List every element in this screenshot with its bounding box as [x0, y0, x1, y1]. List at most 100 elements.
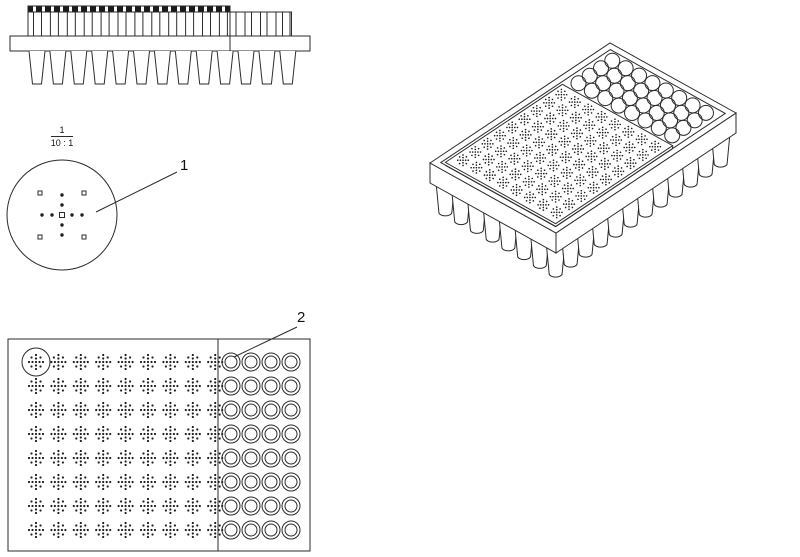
open-well-top-wall — [266, 11, 277, 37]
well-cluster — [95, 353, 112, 371]
conical-tube — [133, 50, 150, 85]
well-cluster — [50, 521, 67, 539]
well-cluster — [95, 449, 112, 467]
well-top-wall — [185, 11, 195, 37]
round-well — [241, 496, 261, 516]
round-well — [261, 400, 281, 420]
plate-flange — [9, 35, 311, 52]
well-cluster — [72, 521, 89, 539]
well-cluster — [72, 377, 89, 395]
round-well-top — [610, 97, 627, 114]
well-cluster — [117, 377, 134, 395]
round-well-top — [597, 90, 614, 107]
well-cluster — [184, 473, 201, 491]
well-cluster — [50, 497, 67, 515]
well-cluster — [207, 377, 224, 395]
well-top-wall — [202, 11, 211, 37]
well-cluster — [95, 401, 112, 419]
callout-1-leader — [95, 171, 178, 213]
well-cluster — [50, 449, 67, 467]
round-well — [221, 424, 241, 444]
well-top-wall — [66, 11, 76, 37]
well-cluster — [184, 425, 201, 443]
pattern-square — [81, 190, 87, 196]
round-well — [281, 400, 301, 420]
pattern-dot — [60, 233, 64, 237]
well-cluster — [184, 377, 201, 395]
detail-view — [6, 159, 118, 271]
pattern-dot — [40, 213, 44, 217]
well-cluster — [162, 521, 179, 539]
well-top-wall — [49, 11, 59, 37]
pattern-dot — [80, 213, 84, 217]
well-cluster — [72, 401, 89, 419]
well-cluster — [207, 449, 224, 467]
well-cluster — [50, 425, 67, 443]
pattern-dot — [60, 203, 64, 207]
round-well — [221, 520, 241, 540]
well-cluster — [95, 425, 112, 443]
round-well — [221, 400, 241, 420]
round-well — [241, 352, 261, 372]
well-cluster — [27, 473, 45, 491]
well-cluster — [184, 401, 201, 419]
detail-scale: 1 10 : 1 — [51, 125, 74, 148]
round-well-top — [637, 112, 654, 129]
detail-reference-circle — [21, 347, 51, 377]
round-well — [261, 352, 281, 372]
well-cluster — [207, 497, 224, 515]
well-top-wall — [117, 11, 127, 37]
well-cluster — [207, 521, 224, 539]
well-cluster — [207, 425, 224, 443]
round-well — [281, 448, 301, 468]
well-cluster — [27, 449, 45, 467]
well-top-wall — [168, 11, 178, 37]
plateau-thickness-edge — [445, 145, 674, 228]
pattern-dot — [70, 213, 74, 217]
round-well-top — [697, 104, 714, 121]
open-well-top-wall — [235, 11, 246, 37]
round-well-top — [624, 105, 641, 121]
round-well — [261, 376, 281, 396]
detail-circle — [6, 159, 118, 271]
well-cluster — [184, 449, 201, 467]
well-cluster — [50, 401, 67, 419]
conical-tube — [279, 50, 297, 85]
well-cluster — [27, 377, 45, 395]
round-well — [261, 448, 281, 468]
well-top-wall — [151, 11, 161, 37]
well-cluster — [95, 377, 112, 395]
well-top-wall — [218, 11, 228, 37]
round-well-top — [570, 75, 587, 92]
round-well-top — [664, 127, 681, 144]
round-well — [261, 520, 281, 540]
well-cluster — [27, 401, 45, 419]
callout-2-label: 2 — [297, 309, 305, 326]
well-cluster — [117, 473, 134, 491]
conical-tube — [49, 50, 67, 85]
round-well — [241, 520, 261, 540]
conical-tube — [237, 50, 255, 85]
well-cluster — [162, 473, 179, 491]
round-well — [241, 400, 261, 420]
round-well-top — [650, 119, 667, 136]
round-well — [241, 376, 261, 396]
well-cluster — [27, 521, 45, 539]
sealing-film — [27, 5, 231, 13]
well-cluster — [139, 377, 157, 395]
round-well — [221, 448, 241, 468]
detail-scale-numerator: 1 — [59, 125, 64, 135]
round-well — [281, 520, 301, 540]
well-cluster — [184, 353, 201, 371]
well-cluster — [95, 473, 112, 491]
conical-tube — [258, 50, 276, 85]
well-cluster — [117, 449, 134, 467]
round-well — [261, 496, 281, 516]
well-cluster — [72, 473, 89, 491]
well-cluster — [117, 401, 134, 419]
well-cluster — [162, 353, 179, 371]
round-well-top — [583, 82, 600, 99]
open-well-top-wall — [251, 11, 261, 37]
